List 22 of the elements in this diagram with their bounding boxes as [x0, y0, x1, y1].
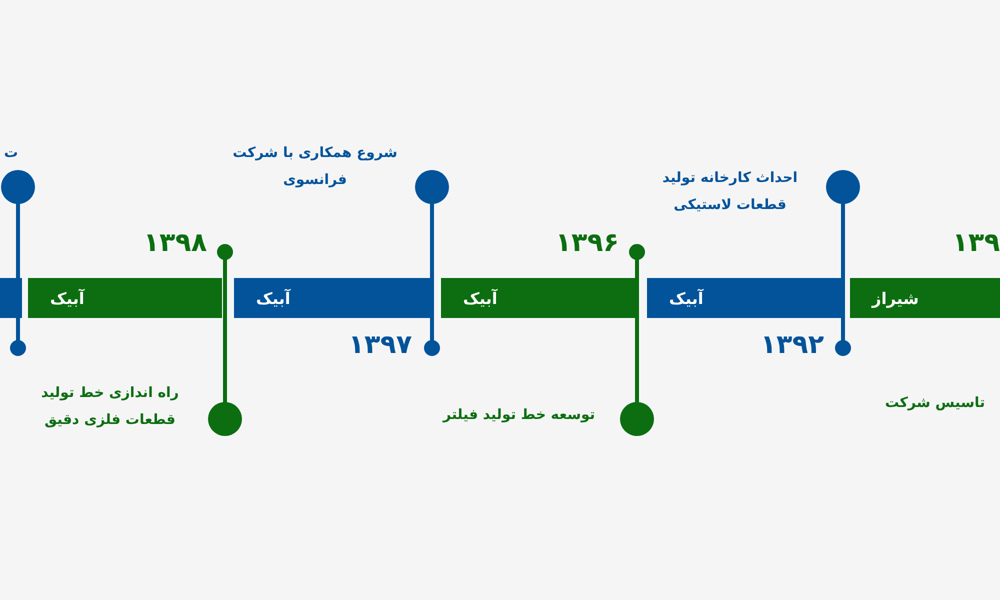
year-label: ۱۳۹۷ [348, 330, 412, 362]
year-label: ۱۳۹۲ [760, 330, 824, 362]
year-label: ۱۳۹۶ [554, 228, 619, 260]
place-name: آبیک [50, 288, 84, 308]
timeline-band [850, 278, 1000, 318]
timeline-band [647, 278, 842, 318]
timeline-band [441, 278, 638, 318]
event-description: ت [2, 144, 20, 163]
place-name: آبیک [463, 288, 498, 308]
year-label: ۱۳۹۸ [142, 228, 207, 260]
place-name: آبیک [256, 288, 290, 308]
timeline-band [0, 278, 22, 318]
event-description: شروع همکاری با شرکت فرانسوی [232, 144, 398, 190]
place-name: شیراز [872, 288, 919, 308]
year-label: ۱۳۹ [951, 228, 1000, 260]
timeline-band [28, 278, 222, 318]
event-description: توسعه خط تولید فیلتر [441, 406, 596, 425]
timeline-band [234, 278, 432, 318]
event-description: تاسیس شرکت [884, 394, 986, 413]
place-name: آبیک [669, 288, 704, 308]
event-description: احداث کارخانه تولید قطعات لاستیکی [661, 169, 799, 215]
event-description: راه اندازی خط تولید قطعات فلزی دقیق [40, 384, 180, 430]
